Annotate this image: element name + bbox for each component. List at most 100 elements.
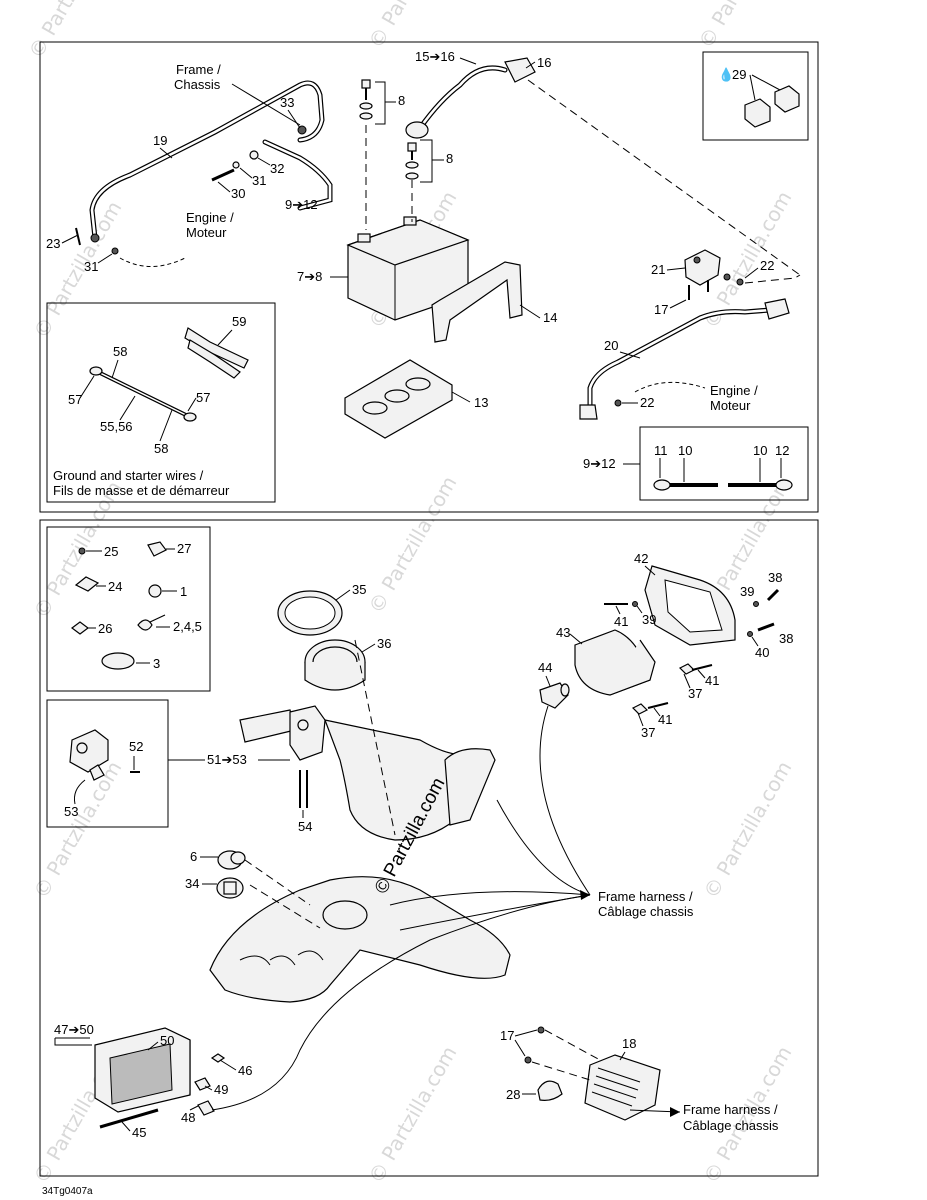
arrowhead-icon — [670, 1107, 680, 1117]
callout-41: 41 — [658, 712, 672, 727]
bulb-48 — [197, 1100, 215, 1116]
callout-13: 13 — [474, 395, 488, 410]
callout-44: 44 — [538, 660, 552, 675]
callout-24: 24 — [108, 579, 122, 594]
callout-52: 52 — [129, 739, 143, 754]
ground-wire-19 — [89, 80, 333, 243]
frame-label: Frame / — [176, 62, 221, 77]
callout-22: 22 — [640, 395, 654, 410]
callout-35: 35 — [352, 582, 366, 597]
bottom-panel-frame — [39, 519, 819, 1177]
headlight-43 — [574, 629, 656, 696]
starter-cable-20 — [579, 298, 790, 420]
engine-label: Moteur — [710, 398, 751, 413]
inset-caption: Ground and starter wires / — [53, 468, 204, 483]
callout-51-53: 51➔53 — [207, 752, 247, 767]
callout-7-8: 7➔8 — [297, 269, 322, 284]
connector-29: 💧 29 — [718, 67, 800, 128]
callout-31: 31 — [252, 173, 266, 188]
watermark: © Partzilla.com — [364, 0, 462, 53]
callout-17: 17 — [654, 302, 668, 317]
bulb-socket-44 — [539, 682, 570, 709]
harness-line — [389, 891, 591, 906]
frame-harness-label: Câblage chassis — [683, 1118, 779, 1133]
nut-37b — [631, 703, 649, 715]
clip-24 — [74, 576, 100, 592]
cable-tie-2-4-5 — [137, 614, 166, 631]
callout-54: 54 — [298, 819, 312, 834]
callout-28: 28 — [506, 1087, 520, 1102]
screw-23 — [75, 227, 81, 246]
starter-cable-15-16 — [405, 57, 536, 139]
callout-47-50: 47➔50 — [54, 1022, 94, 1037]
callout-34: 34 — [185, 876, 199, 891]
callout-42: 42 — [634, 551, 648, 566]
callout-14: 14 — [543, 310, 557, 325]
switch-34 — [216, 877, 244, 899]
callout-57: 57 — [196, 390, 210, 405]
callout-50: 50 — [160, 1033, 174, 1048]
nut-46 — [210, 1053, 226, 1063]
callout-22: 22 — [760, 258, 774, 273]
callout-41: 41 — [705, 673, 719, 688]
callout-33: 33 — [280, 95, 294, 110]
top-panel-frame — [39, 41, 819, 513]
callout-37: 37 — [641, 725, 655, 740]
callout-49: 49 — [214, 1082, 228, 1097]
console-body: © Partzilla.com — [209, 719, 511, 1003]
callout-31: 31 — [84, 259, 98, 274]
engine-label: Engine / — [710, 383, 758, 398]
callout-57: 57 — [68, 392, 82, 407]
callout-38: 38 — [768, 570, 782, 585]
callout-16: 16 — [537, 55, 551, 70]
callout-29: 29 — [732, 67, 746, 82]
handlebar-switch-51 — [239, 705, 326, 761]
tool-59 — [184, 327, 249, 379]
callout-10: 10 — [678, 443, 692, 458]
callout-1: 1 — [180, 584, 187, 599]
callout-32: 32 — [270, 161, 284, 176]
callout-23: 23 — [46, 236, 60, 251]
harness-line — [496, 799, 591, 896]
callout-39: 39 — [642, 612, 656, 627]
callout-20: 20 — [604, 338, 618, 353]
gauge-36 — [304, 639, 366, 691]
callout-11: 11 — [654, 443, 668, 458]
battery-bolt-8a — [359, 79, 373, 120]
figure-code: 34Tg0407a — [42, 1186, 93, 1197]
frame-harness-label: Câblage chassis — [598, 904, 694, 919]
battery-tray-13 — [344, 359, 453, 439]
callout-8: 8 — [446, 151, 453, 166]
hardware-inset-box — [46, 526, 211, 692]
watermark: © Partzilla.com — [29, 757, 127, 903]
switch-inset-box — [46, 699, 169, 828]
harness-line — [211, 894, 591, 1111]
battery-bolt-8b — [405, 142, 419, 180]
clamp-3 — [101, 652, 135, 670]
callout-45: 45 — [132, 1125, 146, 1140]
callout-43: 43 — [556, 625, 570, 640]
callout-36: 36 — [377, 636, 391, 651]
callout-26: 26 — [98, 621, 112, 636]
callout-59: 59 — [232, 314, 246, 329]
callout-10: 10 — [753, 443, 767, 458]
battery-7 — [346, 216, 470, 321]
callout-18: 18 — [622, 1036, 636, 1051]
callout-38: 38 — [779, 631, 793, 646]
screw-25 — [78, 547, 86, 555]
engine-label: Engine / — [186, 210, 234, 225]
callout-41: 41 — [614, 614, 628, 629]
clip-27 — [147, 541, 167, 557]
frame-label: Chassis — [174, 77, 221, 92]
callout-58: 58 — [113, 344, 127, 359]
headlight-housing-42 — [644, 565, 736, 646]
clip-26 — [71, 621, 89, 635]
callout-17: 17 — [500, 1028, 514, 1043]
callout-53: 53 — [64, 804, 78, 819]
callout-8: 8 — [398, 93, 405, 108]
callout-15-16: 15➔16 — [415, 49, 455, 64]
callout-6: 6 — [190, 849, 197, 864]
callout-9-12: 9➔12 — [583, 456, 616, 471]
inset-caption: Fils de masse et de démarreur — [53, 483, 230, 498]
